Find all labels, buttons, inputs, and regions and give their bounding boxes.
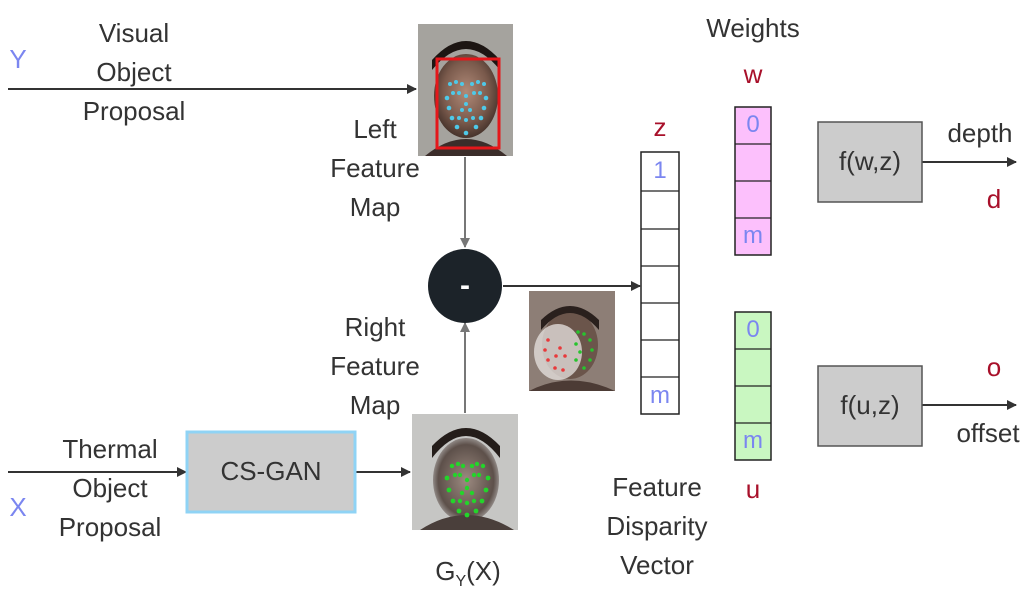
generator-label: GY(X) (435, 556, 501, 591)
f-uz-box (817, 365, 923, 447)
right-face-image (412, 414, 518, 530)
feature-disparity-vector-label: Feature Disparity Vector (606, 472, 708, 580)
z-first-index: 1 (653, 157, 667, 184)
u-vector-label: u (745, 474, 761, 504)
depth-output-label: depth (947, 118, 1013, 148)
visual-proposal-label: Visual Object Proposal (82, 18, 186, 126)
z-vector (640, 151, 680, 415)
u-vector (734, 311, 772, 461)
f-wz-box (817, 121, 923, 203)
d-output-variable: d (986, 184, 1002, 214)
f-uz-label: f(u,z) (840, 390, 900, 420)
disparity-overlay-image (529, 291, 615, 391)
x-variable-label: X (9, 492, 27, 522)
y-variable-label: Y (9, 44, 27, 74)
left-face-image (418, 24, 513, 156)
subtract-node (428, 249, 502, 323)
o-output-variable: o (986, 352, 1002, 382)
left-feature-map-label: Left Feature Map (330, 114, 420, 222)
w-first-index: 0 (746, 111, 760, 138)
csgan-label: CS-GAN (220, 456, 322, 486)
z-vector-label: z (653, 112, 667, 142)
csgan-box (185, 430, 357, 514)
offset-output-label: offset (956, 418, 1020, 448)
z-last-index: m (650, 382, 670, 409)
f-wz-label: f(w,z) (838, 146, 902, 176)
w-vector-label: w (743, 59, 763, 89)
thermal-proposal-label: Thermal Object Proposal (58, 434, 162, 542)
w-vector (734, 106, 772, 256)
weights-title: Weights (706, 13, 800, 43)
u-last-index: m (743, 427, 763, 454)
w-last-index: m (743, 222, 763, 249)
right-feature-map-label: Right Feature Map (330, 312, 420, 420)
u-first-index: 0 (746, 316, 760, 343)
subtract-sign: - (460, 269, 470, 302)
